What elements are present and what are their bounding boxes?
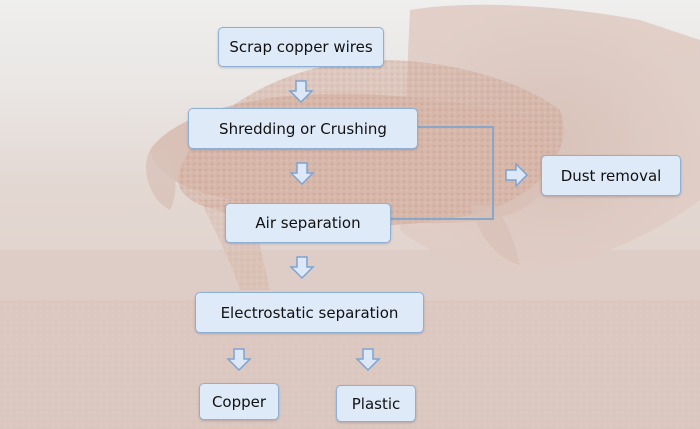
node-label: Air separation xyxy=(255,214,361,232)
node-label: Dust removal xyxy=(560,166,662,185)
node-dust-removal: Dust removal xyxy=(541,155,681,196)
node-plastic: Plastic xyxy=(336,385,416,422)
node-label: Plastic xyxy=(351,394,401,413)
node-air-separation: Air separation xyxy=(225,203,391,243)
node-label: Shredding or Crushing xyxy=(219,119,387,138)
node-label: Scrap copper wires xyxy=(229,38,373,56)
node-shredding-or-crushing: Shredding or Crushing xyxy=(188,108,418,149)
node-electrostatic-separation: Electrostatic separation xyxy=(195,292,424,333)
node-label: Electrostatic separation xyxy=(220,303,399,322)
node-label: Copper xyxy=(211,392,267,411)
node-copper: Copper xyxy=(199,383,279,420)
node-scrap-copper-wires: Scrap copper wires xyxy=(218,27,384,67)
